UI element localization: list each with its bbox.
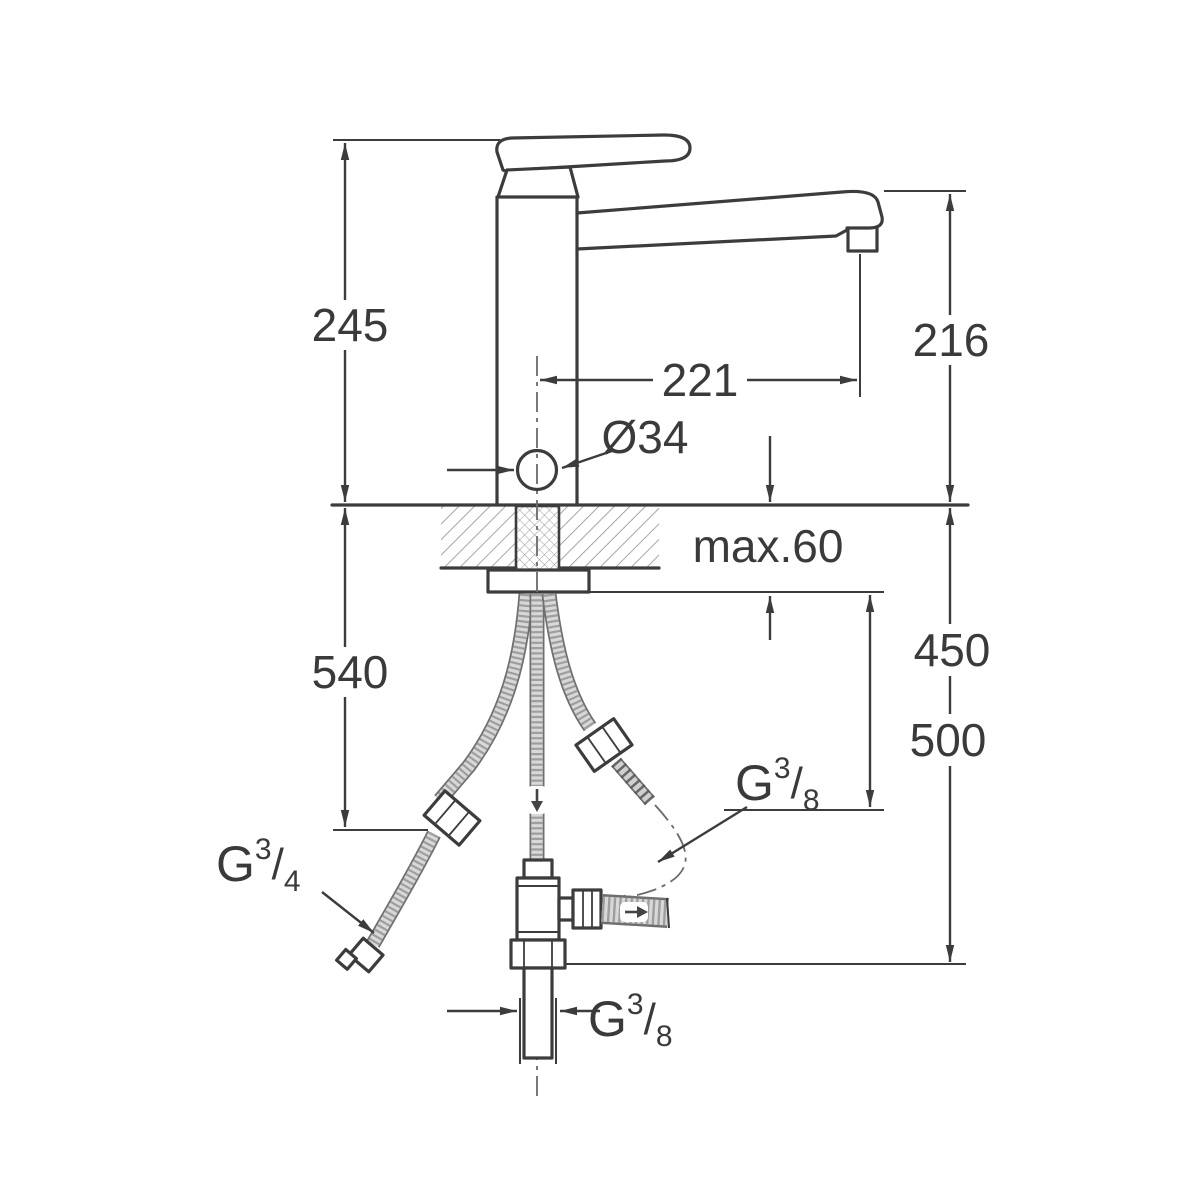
thread-label-g34: G3/4 [216,833,301,898]
flow-arrow-down-head [531,801,543,812]
label-backings [305,300,999,766]
dim-label-counter-max: max.60 [693,520,844,572]
dimension-labels: 245 216 221 Ø34 max.60 540 450 500 G3/4 … [216,299,990,1053]
bg-245 [305,300,395,350]
spout-aerator [846,226,879,253]
dim-label-right-depth: 450 [914,624,991,676]
thread-label-g38-bottom: G3/8 [588,988,673,1053]
bg-450 [905,624,999,676]
faucet-lever-handle [495,133,692,173]
bg-500 [901,714,995,766]
bottom-connection-pipe [522,966,554,1060]
bg-221 [653,354,747,406]
body-diameter-circle [515,448,559,492]
thread-label-g38-right: G3/8 [735,752,820,817]
countertop-section [330,503,970,594]
dim-label-bottom-depth: 500 [910,714,987,766]
dim-label-spout-height: 216 [913,314,990,366]
left-hose-nut [422,789,482,847]
flow-arrow-right-head [637,906,648,918]
right-hose-fill [543,593,595,731]
tee-assembly [509,858,670,1060]
right-hose-nut [574,717,634,773]
leader-g34 [321,891,375,934]
faucet-cartridge-neck [496,165,580,199]
left-hose-fill [435,593,532,804]
tee-body [515,876,561,942]
tee-side-nut [571,888,603,930]
left-hose-end-fitting [335,936,385,974]
left-hose-edge [434,593,534,805]
faucet-outline [495,133,884,506]
dim-label-total-height: 245 [312,299,389,351]
dim-label-body-diameter: Ø34 [602,411,689,463]
right-hose-thread-marks [611,757,655,806]
dim-label-spout-reach: 221 [662,354,739,406]
dim-label-left-depth: 540 [312,646,389,698]
tee-side-port [557,896,575,922]
mounting-flange [486,568,591,594]
leader-g38-right [657,805,748,864]
tee-stub-end-cap [666,897,670,929]
supply-hoses [335,593,687,974]
bg-540 [305,647,395,697]
bg-216 [905,315,997,365]
dim-arrow-diameter-right [561,449,613,470]
left-hose-lower-braid [368,831,440,947]
hose-ferrule [522,858,554,880]
spout-bottom-edge [575,228,849,251]
spout-top-edge [575,189,884,230]
coupling-nut [509,938,567,970]
